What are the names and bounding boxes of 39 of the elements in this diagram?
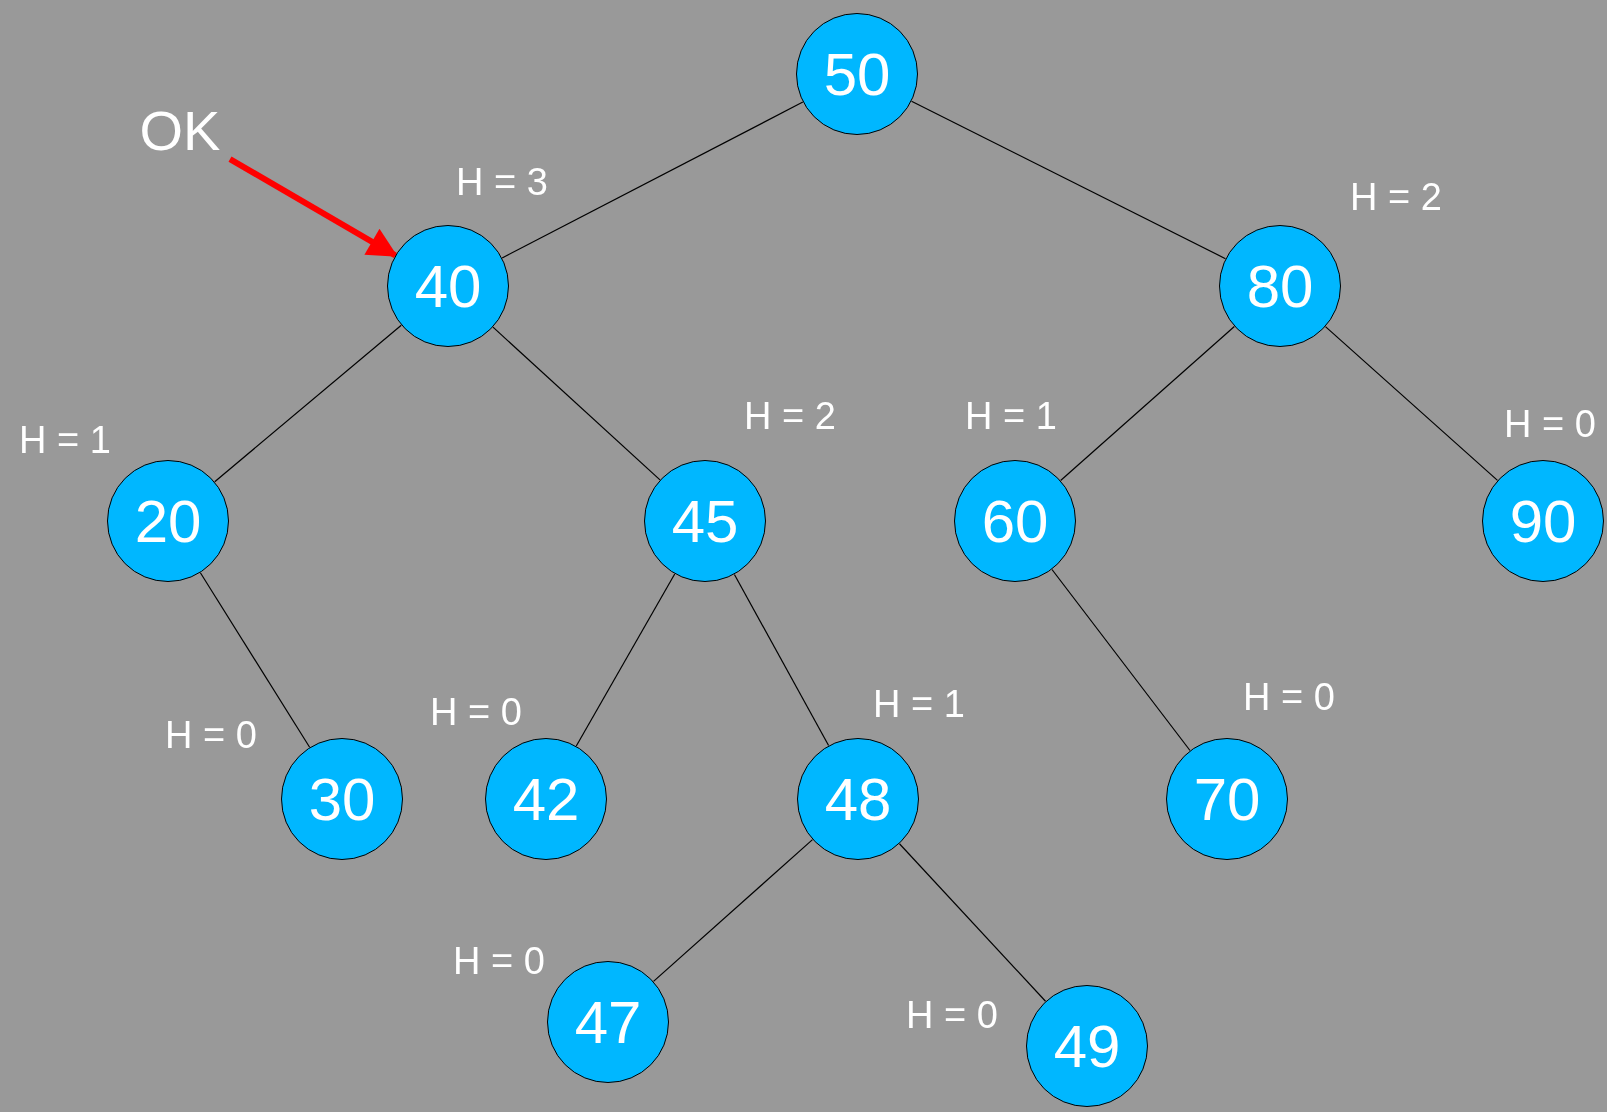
node-value: 48 (824, 764, 892, 834)
tree-edge-line (910, 100, 1227, 260)
node-value: 20 (134, 486, 202, 556)
node-value: 30 (308, 764, 376, 834)
tree-edge-line (652, 839, 814, 982)
tree-edge-line (733, 573, 830, 747)
height-label: H = 2 (1350, 175, 1442, 219)
height-label: H = 0 (453, 939, 545, 983)
height-label: H = 3 (456, 160, 548, 204)
tree-edge-line (898, 843, 1047, 1002)
annotation-text: OK (130, 99, 230, 161)
tree-edge-line (575, 573, 676, 747)
node-value: 42 (512, 764, 580, 834)
tree-edge-line (492, 326, 661, 481)
height-label: H = 0 (906, 993, 998, 1037)
node-value: 70 (1193, 764, 1261, 834)
tree-edge-line (501, 101, 804, 259)
height-label: H = 2 (744, 394, 836, 438)
node-value: 47 (574, 987, 642, 1057)
node-value: 49 (1053, 1011, 1121, 1081)
node-value: 50 (823, 39, 891, 109)
height-label: H = 1 (19, 418, 111, 462)
tree-edge-line (214, 324, 402, 483)
height-label: H = 0 (165, 713, 257, 757)
node-value: 90 (1509, 486, 1577, 556)
height-label: H = 0 (1243, 675, 1335, 719)
node-value: 45 (671, 486, 739, 556)
height-label: H = 1 (965, 394, 1057, 438)
tree-edge-line (199, 572, 311, 748)
node-value: 40 (414, 251, 482, 321)
node-value: 60 (981, 486, 1049, 556)
height-label: H = 0 (1504, 402, 1596, 446)
tree-edge-line (1324, 326, 1499, 481)
node-value: 80 (1246, 251, 1314, 321)
tree-edge-line (1051, 568, 1191, 752)
height-label: H = 0 (430, 690, 522, 734)
pointer-arrow (228, 156, 398, 258)
tree-edge-line (1060, 325, 1235, 482)
height-label: H = 1 (873, 682, 965, 726)
